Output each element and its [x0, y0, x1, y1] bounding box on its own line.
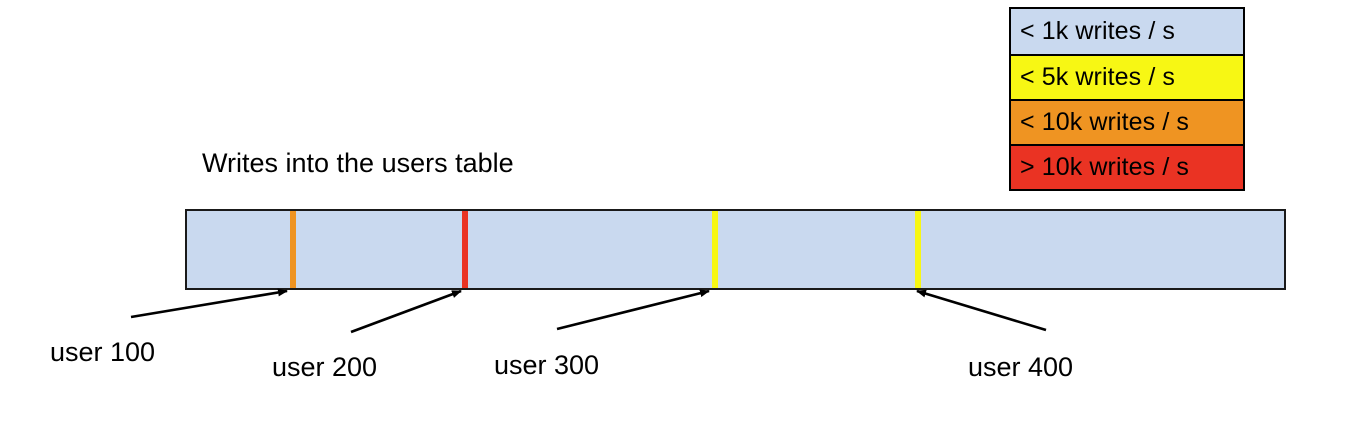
legend-row-under-5k: < 5k writes / s [1011, 54, 1243, 99]
legend-row-under-10k: < 10k writes / s [1011, 99, 1243, 144]
label-user-100: user 100 [50, 337, 156, 367]
users-table-keyspace-bar [185, 209, 1286, 290]
marker-user-200 [462, 211, 468, 288]
legend-row-under-1k: < 1k writes / s [1011, 9, 1243, 54]
legend-label-over-10k: > 10k writes / s [1020, 153, 1190, 181]
marker-user-400 [915, 211, 921, 288]
label-user-200: user 200 [272, 352, 378, 382]
label-user-300: user 300 [494, 350, 600, 380]
label-user-400: user 400 [968, 352, 1074, 382]
legend-label-under-10k: < 10k writes / s [1020, 108, 1190, 136]
arrow-user-200 [350, 289, 462, 334]
legend-label-under-1k: < 1k writes / s [1020, 17, 1176, 45]
marker-user-300 [712, 211, 718, 288]
legend-row-over-10k: > 10k writes / s [1011, 144, 1243, 189]
chart-title: Writes into the users table [202, 148, 514, 178]
writes-per-second-legend: < 1k writes / s < 5k writes / s < 10k wr… [1009, 7, 1245, 191]
marker-user-100 [290, 211, 296, 288]
arrow-user-400 [916, 289, 1047, 332]
arrow-user-300 [556, 289, 710, 331]
arrow-user-100 [130, 288, 288, 319]
legend-label-under-5k: < 5k writes / s [1020, 63, 1176, 91]
